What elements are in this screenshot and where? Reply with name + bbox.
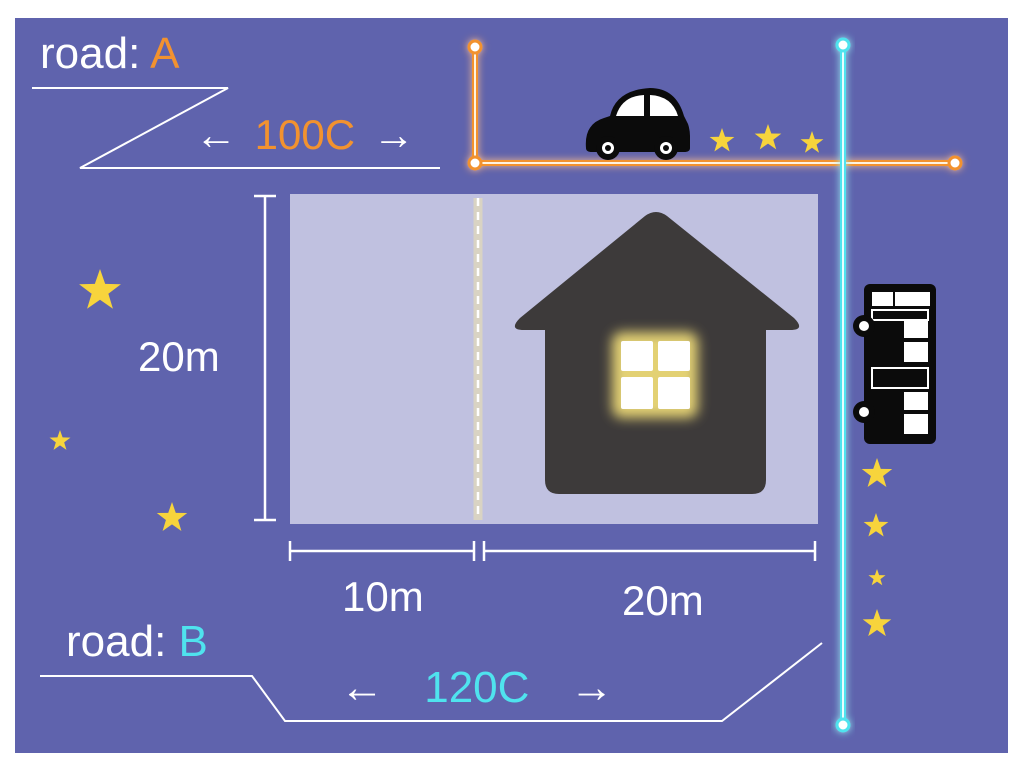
road-a-line — [467, 39, 963, 171]
right-width-label: 20m — [622, 577, 704, 624]
car-icon — [585, 88, 690, 160]
road-b-label: road: B — [66, 620, 208, 664]
bus-icon — [853, 284, 936, 444]
arrow-right: → — [372, 111, 415, 158]
road-b-line — [835, 37, 851, 733]
house-icon — [514, 212, 800, 494]
road-a-outline — [32, 87, 440, 169]
left-width-label: 10m — [342, 573, 424, 620]
road-b-letter: B — [178, 617, 208, 666]
arrow-left: ← — [195, 111, 237, 158]
road-b-outline — [40, 642, 823, 722]
road-a-label: road: A — [40, 32, 179, 76]
arrow-left: ← — [340, 663, 384, 712]
road-b-prefix: road: — [66, 617, 179, 666]
height-dimension-line — [254, 194, 276, 522]
road-a-cost-value: 100C — [254, 111, 356, 158]
road-b-cost-value: 120C — [424, 663, 530, 712]
arrow-right: → — [569, 663, 614, 712]
road-a-prefix: road: — [40, 29, 151, 78]
road-a-letter: A — [150, 29, 180, 78]
road-a-cost: ← 100C → — [195, 114, 415, 156]
road-b-cost: ← 120C → — [340, 666, 614, 710]
width-dimension-line — [288, 541, 817, 561]
height-label: 20m — [138, 333, 220, 380]
